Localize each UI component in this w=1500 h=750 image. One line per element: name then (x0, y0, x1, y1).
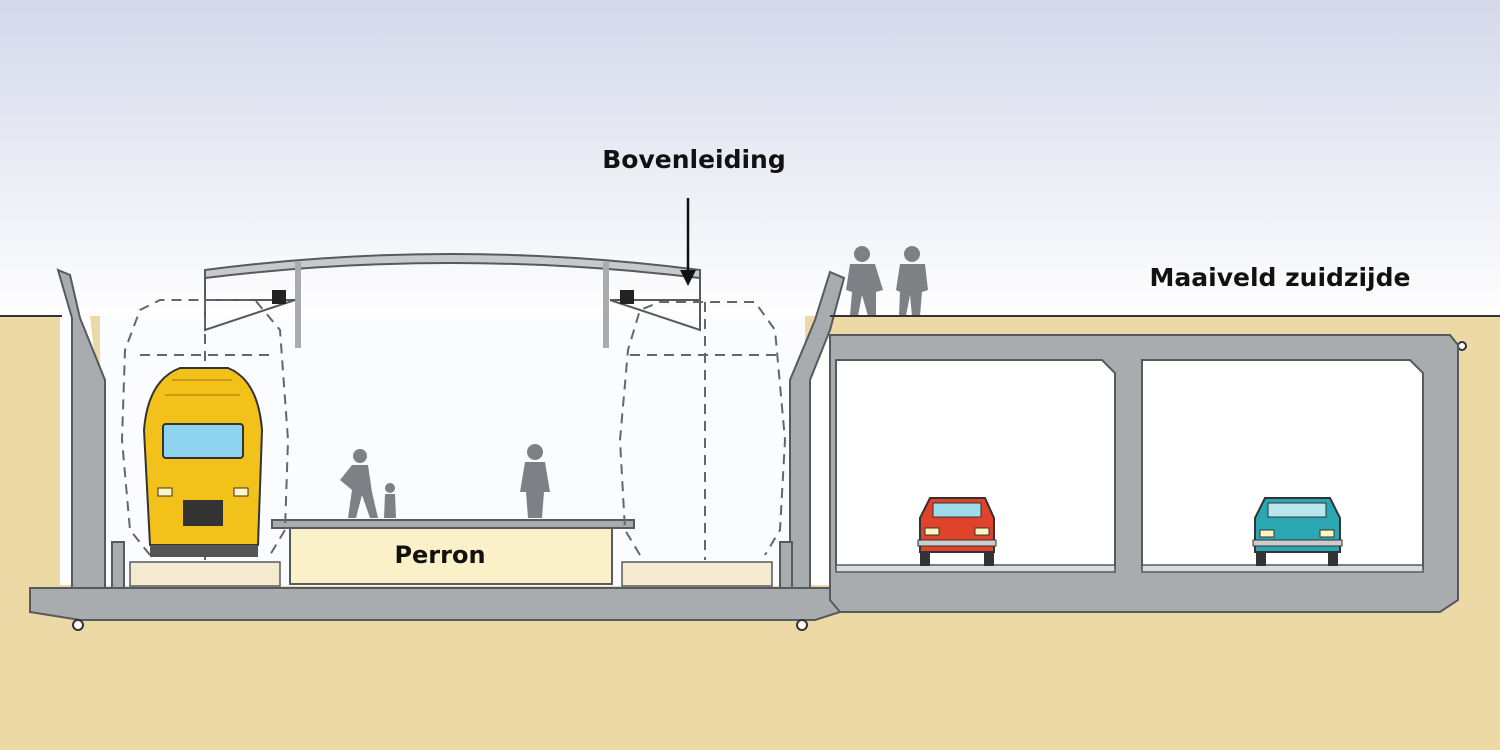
clearance-profile-right-inner (630, 302, 780, 560)
tunnel-bores (835, 359, 1424, 569)
wire-clamp-right (620, 290, 634, 304)
clearance-profile-right (618, 301, 787, 556)
anchor-bolt (1457, 341, 1467, 351)
right-retaining-wall (789, 270, 846, 589)
clearance-profiles (120, 299, 787, 560)
person-standing (520, 444, 550, 518)
wire-clamp-left (272, 290, 286, 304)
train-windshield (162, 423, 244, 459)
road-surfaces (835, 564, 1424, 573)
person-street-level (896, 246, 928, 316)
overhead-wire-label: Bovenleiding (602, 145, 786, 174)
track-bed-right (621, 561, 773, 587)
road-surface-left (835, 564, 1116, 573)
left-retaining-wall (56, 268, 106, 589)
clearance-profile-left (120, 299, 290, 556)
clearance-profile-left-inner (140, 300, 275, 560)
ground-level-south-label: Maaiveld zuidzijde (1150, 263, 1411, 292)
track-support-left (111, 541, 125, 589)
anchor-bolt (72, 619, 84, 631)
platform-slab (271, 519, 635, 529)
track-bed-left (129, 561, 281, 587)
tunnel-bore-right (1141, 359, 1424, 569)
train-front (142, 367, 264, 557)
anchor-bolt (796, 619, 808, 631)
tunnel-bore-left (835, 359, 1116, 569)
train-bogie (150, 545, 258, 557)
person-walking (340, 449, 378, 518)
canopy-bracket-right (609, 278, 701, 332)
track-support-right (779, 541, 793, 589)
train-roof-lines (165, 379, 240, 396)
platform-body (289, 527, 613, 585)
road-surface-right (1141, 564, 1424, 573)
canopy (204, 253, 701, 348)
station-base-slab (29, 587, 841, 621)
overhead-wire-arrowhead (680, 270, 696, 286)
track-beds (129, 561, 773, 587)
car-teal (1252, 497, 1343, 566)
train-headlight-left (157, 487, 173, 497)
person-street-level (846, 246, 883, 316)
train-headlight-right (233, 487, 249, 497)
person-child (384, 483, 396, 518)
platform-label: Perron (394, 541, 485, 569)
car-red (917, 497, 997, 566)
train-coupler (183, 500, 223, 526)
people-silhouettes (340, 246, 928, 518)
